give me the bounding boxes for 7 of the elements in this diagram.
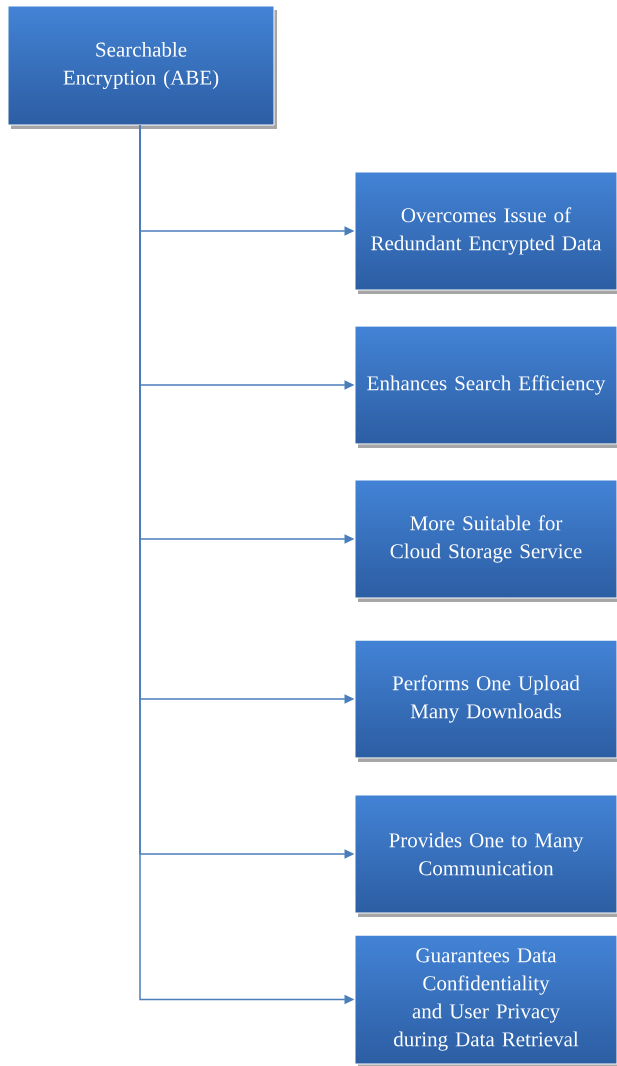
process-box: More Suitable for Cloud Storage Service <box>354 479 617 602</box>
process-box: Provides One to Many Communication <box>354 794 617 917</box>
process-box: Performs One Upload Many Downloads <box>354 639 617 762</box>
process-box: Overcomes Issue of Redundant Encrypted Data <box>354 171 617 294</box>
process-box: Guarantees Data Confidentiality and User Privacy during Data Retrieval <box>354 934 617 1066</box>
process-box: Enhances Search Efficiency <box>354 325 617 448</box>
process-box: Searchable Encryption (ABE) <box>7 5 277 129</box>
